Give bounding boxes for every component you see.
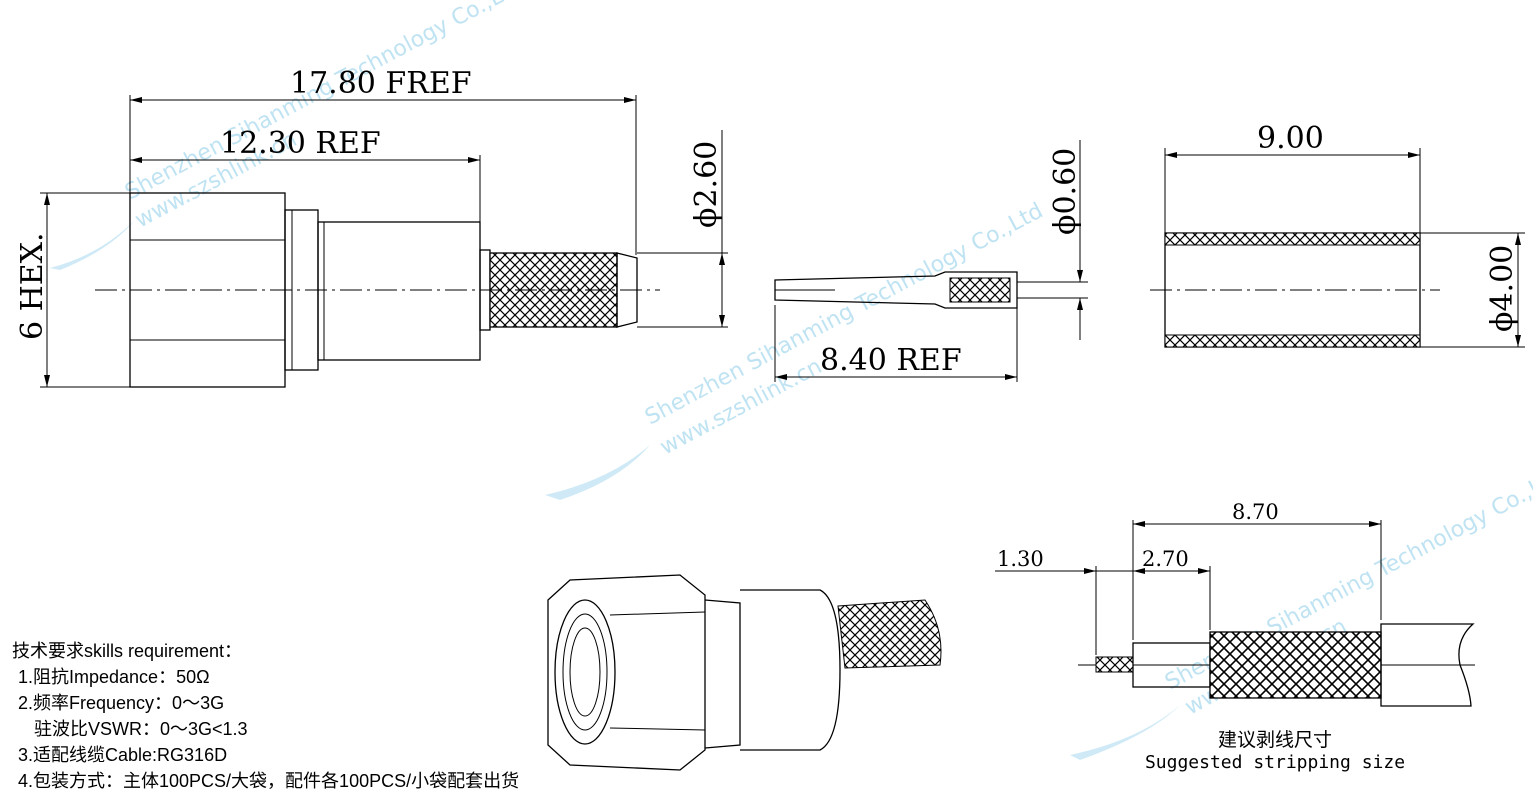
requirement-item: 1.阻抗Impedance：50Ω xyxy=(18,667,210,687)
requirement-item: 2.频率Frequency：0～3G xyxy=(18,693,225,713)
requirement-item: 驻波比VSWR：0～3G<1.3 xyxy=(34,719,248,739)
requirement-item: 4.包装方式：主体100PCS/大袋，配件各100PCS/小袋配套出货 xyxy=(18,771,520,791)
requirements-notes: 技术要求skills requirement： 1.阻抗Impedance：50… xyxy=(12,638,519,794)
contact-pin-view: ϕ0.60 8.40 REF xyxy=(774,140,1088,382)
dim-body-length: 12.30 REF xyxy=(220,126,381,161)
crimp-sleeve-view: 9.00 ϕ4.00 xyxy=(1150,121,1525,348)
dim-strip-dielectric: 2.70 xyxy=(1142,547,1189,571)
dim-strip-total: 8.70 xyxy=(1232,500,1279,524)
svg-text:Shenzhen Sihanming Technology: Shenzhen Sihanming Technology Co.,Ltd xyxy=(121,0,527,205)
dim-ferrule-dia: ϕ2.60 xyxy=(689,141,724,228)
requirements-title: 技术要求skills requirement： xyxy=(12,641,243,661)
dim-strip-conductor: 1.30 xyxy=(997,547,1044,571)
dim-hex: 6 HEX. xyxy=(15,232,50,340)
svg-text:Shenzhen Sihanming Technology: Shenzhen Sihanming Technology Co.,Ltd xyxy=(641,198,1047,430)
dim-sleeve-length: 9.00 xyxy=(1257,121,1324,156)
stripping-caption-en: Suggested stripping size xyxy=(1144,752,1406,773)
dim-pin-length: 8.40 REF xyxy=(820,343,962,378)
dim-pin-dia: ϕ0.60 xyxy=(1048,148,1083,235)
dim-sleeve-dia: ϕ4.00 xyxy=(1485,245,1520,332)
stripping-caption-cn: 建议剥线尺寸 xyxy=(1217,729,1332,751)
requirement-item: 3.适配线缆Cable:RG316D xyxy=(18,745,228,765)
stripping-diagram: 8.70 1.30 2.70 xyxy=(995,500,1475,707)
dim-overall-length: 17.80 FREF xyxy=(290,66,472,101)
connector-side-view: 17.80 FREF 12.30 REF 6 HEX. ϕ2.60 xyxy=(15,66,728,388)
connector-3d-view xyxy=(547,574,942,771)
